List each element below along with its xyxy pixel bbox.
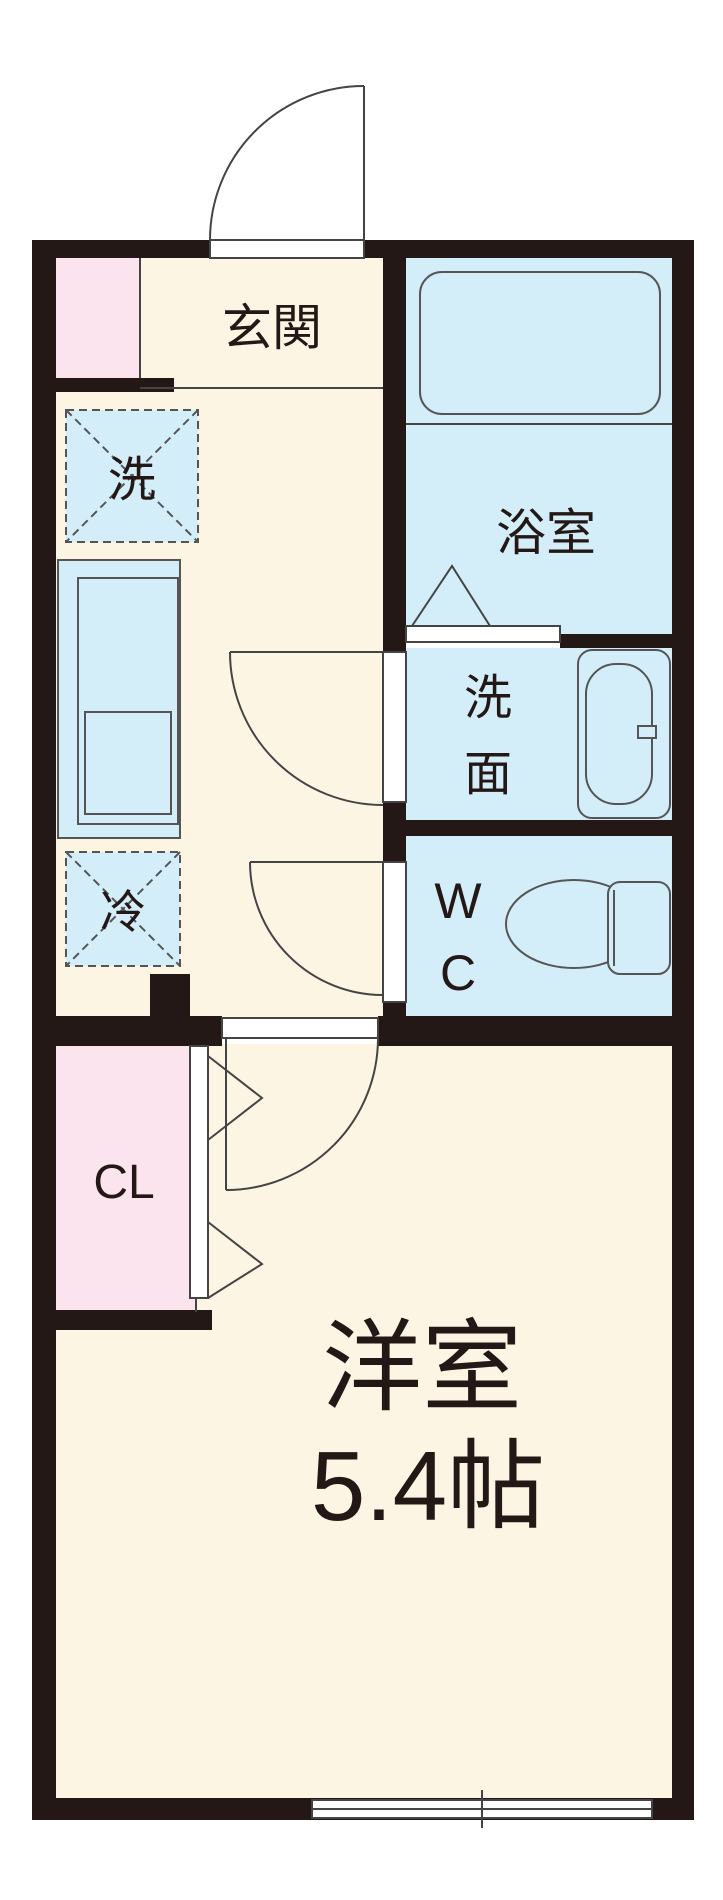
closet-door-icon: [189, 1045, 264, 1299]
labels: 玄関 浴室 洗 面 洗 冷 W C CL 洋室 5.4帖: [93, 299, 596, 1541]
bath-door-icon: [405, 564, 561, 643]
bath-label: 浴室: [496, 504, 596, 562]
room-name-label: 洋室: [322, 1309, 522, 1426]
entrance-door-swing-icon: [209, 85, 365, 259]
room-size-label: 5.4帖: [311, 1431, 545, 1541]
toilet-door-swing-icon: [249, 861, 407, 1003]
bathtub-icon: [419, 271, 661, 415]
room-door-swing-icon: [221, 1017, 379, 1191]
entrance-floor: [140, 258, 383, 388]
toilet-label-2: C: [440, 945, 476, 1001]
fridge-label: 冷: [100, 885, 146, 939]
closet-floor-overlay: [56, 1044, 196, 1314]
kitchen-counter-icon: [57, 559, 181, 839]
entrance-label: 玄関: [222, 299, 322, 357]
closet-label: CL: [93, 1156, 154, 1209]
shoe-storage: [56, 258, 140, 378]
toilet-label-1: W: [434, 873, 482, 929]
toilet-icon: [505, 879, 671, 975]
refrigerator-space-icon: [65, 851, 181, 967]
washer-label: 洗: [108, 452, 156, 508]
window-icon: [311, 1790, 653, 1828]
washbasin-icon: [577, 649, 671, 819]
wet-fixtures: [419, 271, 671, 975]
kitchen-fixtures: [57, 409, 199, 967]
washroom-door-swing-icon: [229, 651, 407, 806]
doors: [189, 85, 561, 1299]
washstand-label-2: 面: [464, 746, 512, 802]
washing-machine-space-icon: [65, 409, 199, 543]
washstand-label-1: 洗: [464, 670, 512, 726]
